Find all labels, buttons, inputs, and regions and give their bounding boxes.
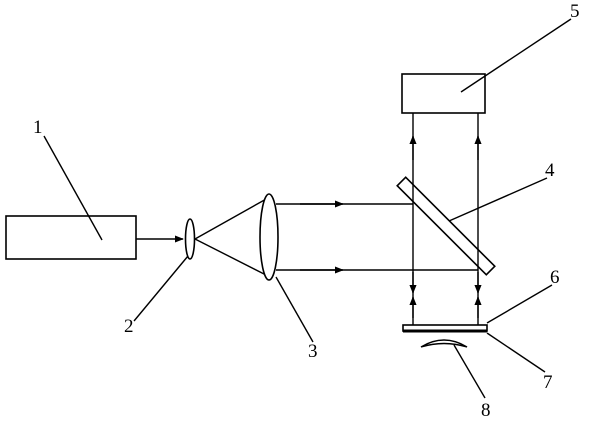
- leader-line-2: [133, 255, 189, 322]
- leader-line-6: [486, 284, 553, 324]
- collimating-lens: [259, 193, 279, 281]
- label-3: 3: [308, 341, 318, 362]
- label-6: 6: [550, 267, 560, 288]
- leader-line-1: [43, 135, 103, 241]
- diverging-ray-top: [194, 197, 269, 240]
- leader-line-7: [486, 332, 546, 373]
- leader-line-4: [448, 177, 548, 222]
- beam-splitter: [396, 176, 496, 276]
- label-8: 8: [481, 400, 491, 421]
- focusing-lens: [184, 218, 196, 260]
- label-1: 1: [33, 117, 43, 138]
- light-source-box: [5, 215, 137, 260]
- leader-line-5: [460, 18, 572, 93]
- label-2: 2: [124, 316, 134, 337]
- leader-line-3: [275, 276, 314, 343]
- detector-box: [401, 73, 486, 114]
- sample-lens: [420, 339, 468, 348]
- label-5: 5: [570, 1, 580, 22]
- label-7: 7: [543, 372, 553, 393]
- diverging-ray-bottom: [194, 238, 269, 277]
- label-4: 4: [545, 160, 555, 181]
- leader-line-8: [453, 344, 486, 399]
